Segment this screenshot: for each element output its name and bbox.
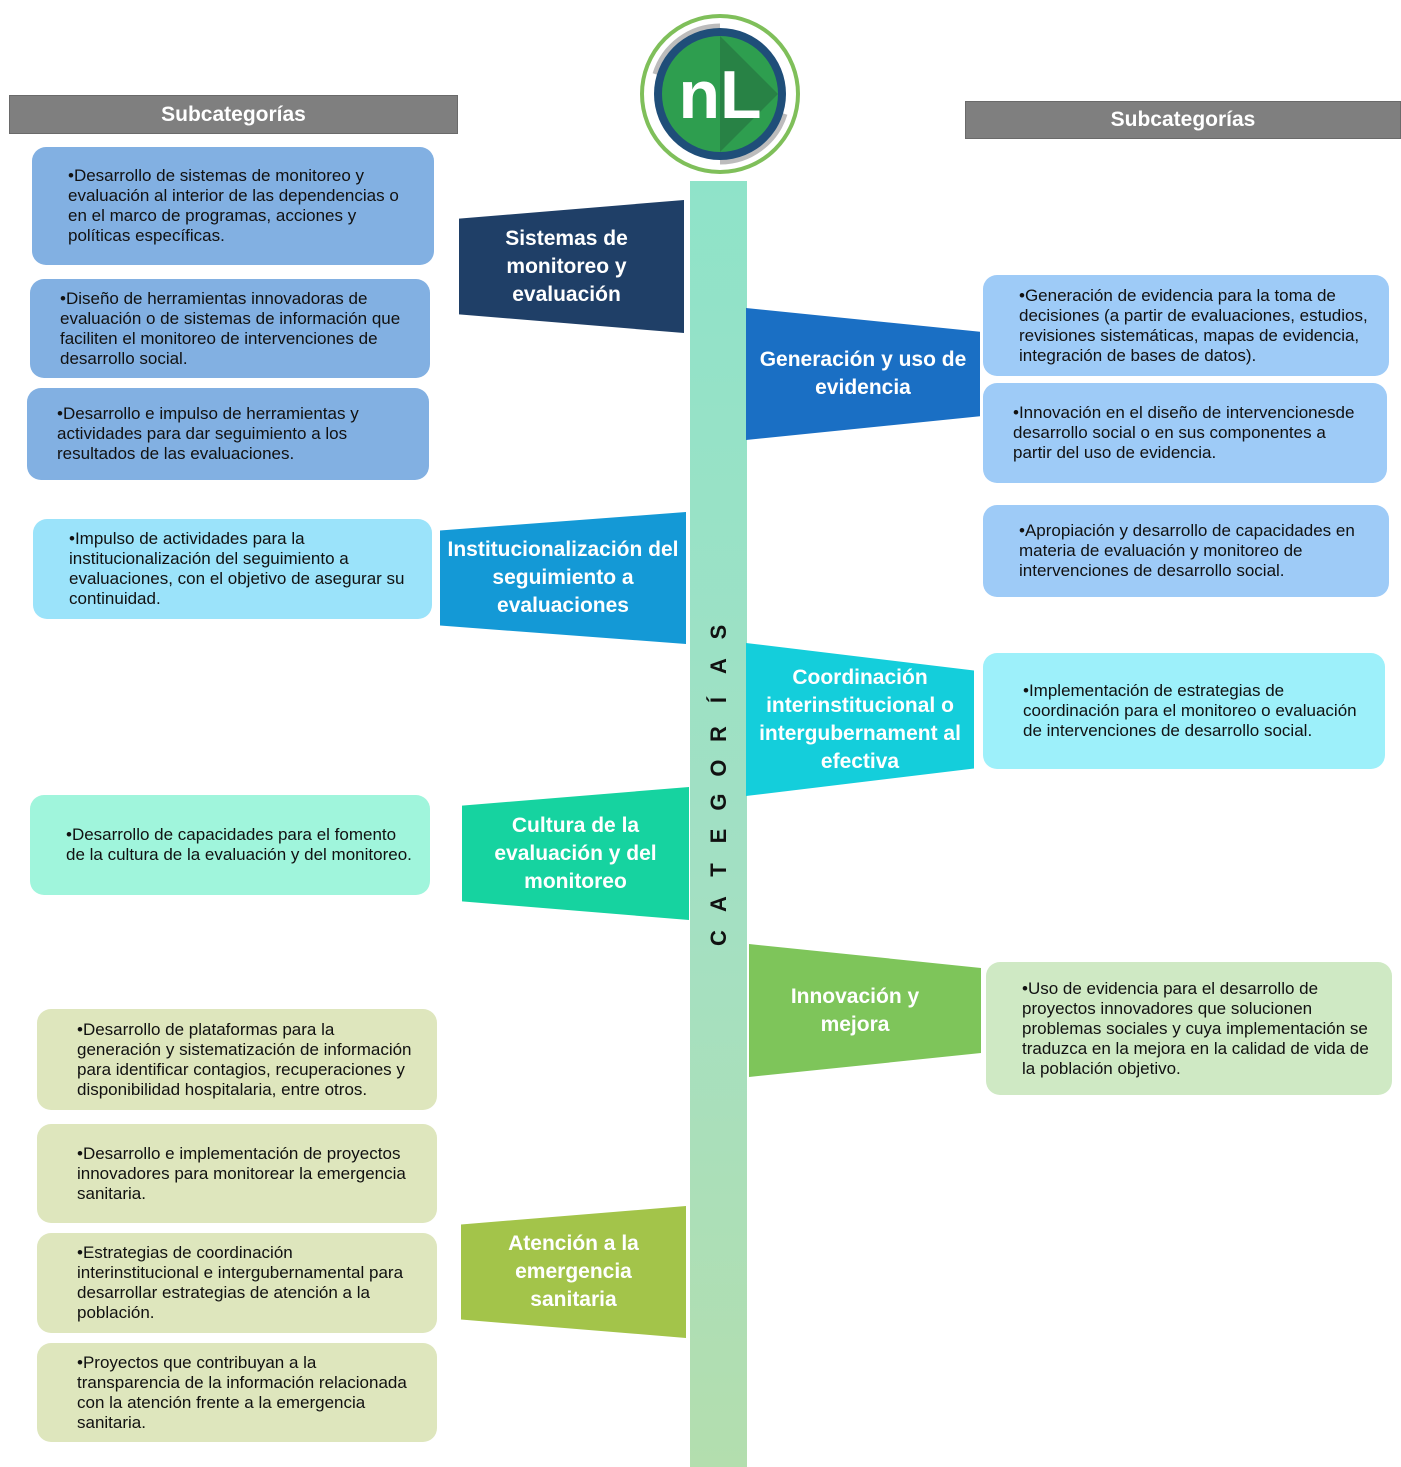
subcategory-box: •Impulso de actividades para la instituc… bbox=[33, 519, 432, 619]
subcategory-text: •Diseño de herramientas innovadoras de e… bbox=[60, 288, 401, 368]
spine-letter: T bbox=[705, 863, 731, 877]
subcategory-box: •Proyectos que contribuyan a la transpar… bbox=[37, 1343, 437, 1442]
spine-letter: G bbox=[705, 793, 731, 811]
subcategory-box: •Uso de evidencia para el desarrollo de … bbox=[986, 962, 1392, 1095]
spine-letter: A bbox=[705, 658, 731, 674]
subcategory-text: •Desarrollo e impulso de herramientas y … bbox=[57, 404, 359, 463]
subcategory-text: •Impulso de actividades para la instituc… bbox=[69, 529, 405, 608]
right-subcategories-header: Subcategorías bbox=[965, 101, 1401, 139]
category-coordinacion-label: Coordinación interinstitucional o interg… bbox=[759, 665, 961, 773]
subcategory-text: •Apropiación y desarrollo de capacidades… bbox=[1019, 521, 1355, 580]
spine-letter: A bbox=[705, 896, 731, 912]
subcategory-box: •Diseño de herramientas innovadoras de e… bbox=[30, 279, 430, 378]
subcategory-text: •Desarrollo de sistemas de monitoreo y e… bbox=[68, 166, 399, 245]
subcategory-box: •Generación de evidencia para la toma de… bbox=[983, 275, 1389, 376]
left-header-label: Subcategorías bbox=[161, 102, 306, 126]
spine-letter: O bbox=[705, 759, 731, 777]
subcategory-box: •Desarrollo de plataformas para la gener… bbox=[37, 1009, 437, 1110]
category-atencion-label: Atención a la emergencia sanitaria bbox=[508, 1232, 639, 1311]
category-sistemas: Sistemas de monitoreo y evaluación bbox=[459, 200, 684, 333]
spine-letter: C bbox=[705, 930, 731, 946]
category-generacion: Generación y uso de evidencia bbox=[746, 308, 980, 440]
subcategory-box: •Desarrollo de capacidades para el fomen… bbox=[30, 795, 430, 895]
category-coordinacion: Coordinación interinstitucional o interg… bbox=[746, 643, 974, 796]
subcategory-box: •Apropiación y desarrollo de capacidades… bbox=[983, 505, 1389, 597]
subcategory-box: •Desarrollo e impulso de herramientas y … bbox=[27, 388, 429, 480]
subcategory-text: •Innovación en el diseño de intervencion… bbox=[1013, 403, 1355, 462]
subcategory-box: •Estrategias de coordinación interinstit… bbox=[37, 1233, 437, 1333]
subcategory-box: •Desarrollo de sistemas de monitoreo y e… bbox=[32, 147, 434, 265]
category-sistemas-label: Sistemas de monitoreo y evaluación bbox=[505, 226, 628, 306]
logo-letters: nL bbox=[678, 57, 761, 133]
category-generacion-label: Generación y uso de evidencia bbox=[759, 348, 967, 399]
subcategory-box: •Innovación en el diseño de intervencion… bbox=[983, 383, 1387, 483]
category-innovacion-label: Innovación y mejora bbox=[790, 984, 920, 1036]
category-institucionalizacion: Institucionalización del seguimiento a e… bbox=[440, 512, 686, 644]
spine-letter: E bbox=[705, 828, 731, 844]
subcategory-box: •Desarrollo e implementación de proyecto… bbox=[37, 1124, 437, 1223]
category-atencion: Atención a la emergencia sanitaria bbox=[461, 1206, 686, 1338]
right-header-label: Subcategorías bbox=[1110, 108, 1256, 131]
subcategory-text: •Implementación de estrategias de coordi… bbox=[1023, 681, 1357, 740]
category-innovacion: Innovación y mejora bbox=[749, 944, 981, 1077]
spine-letter: R bbox=[705, 726, 731, 742]
subcategory-text: •Desarrollo de capacidades para el fomen… bbox=[66, 825, 412, 864]
subcategory-text: •Uso de evidencia para el desarrollo de … bbox=[1022, 978, 1369, 1078]
subcategory-box: •Implementación de estrategias de coordi… bbox=[983, 653, 1385, 769]
categories-spine bbox=[690, 181, 747, 1467]
left-subcategories-header: Subcategorías bbox=[9, 95, 458, 134]
subcategory-text: •Desarrollo de plataformas para la gener… bbox=[77, 1019, 412, 1099]
categories-spine-label: S A Í R O G E T A C bbox=[690, 620, 747, 950]
subcategory-text: •Proyectos que contribuyan a la transpar… bbox=[77, 1352, 407, 1432]
category-cultura-label: Cultura de la evaluación y del monitoreo bbox=[494, 813, 657, 893]
subcategory-text: •Desarrollo e implementación de proyecto… bbox=[77, 1143, 406, 1203]
category-cultura: Cultura de la evaluación y del monitoreo bbox=[462, 787, 689, 920]
subcategory-text: •Estrategias de coordinación interinstit… bbox=[77, 1243, 404, 1322]
subcategory-text: •Generación de evidencia para la toma de… bbox=[1019, 285, 1368, 365]
spine-letter: S bbox=[705, 624, 731, 640]
spine-letter: Í bbox=[705, 696, 731, 704]
category-institucionalizacion-label: Institucionalización del seguimiento a e… bbox=[447, 538, 679, 617]
nl-logo: nL bbox=[640, 14, 800, 174]
